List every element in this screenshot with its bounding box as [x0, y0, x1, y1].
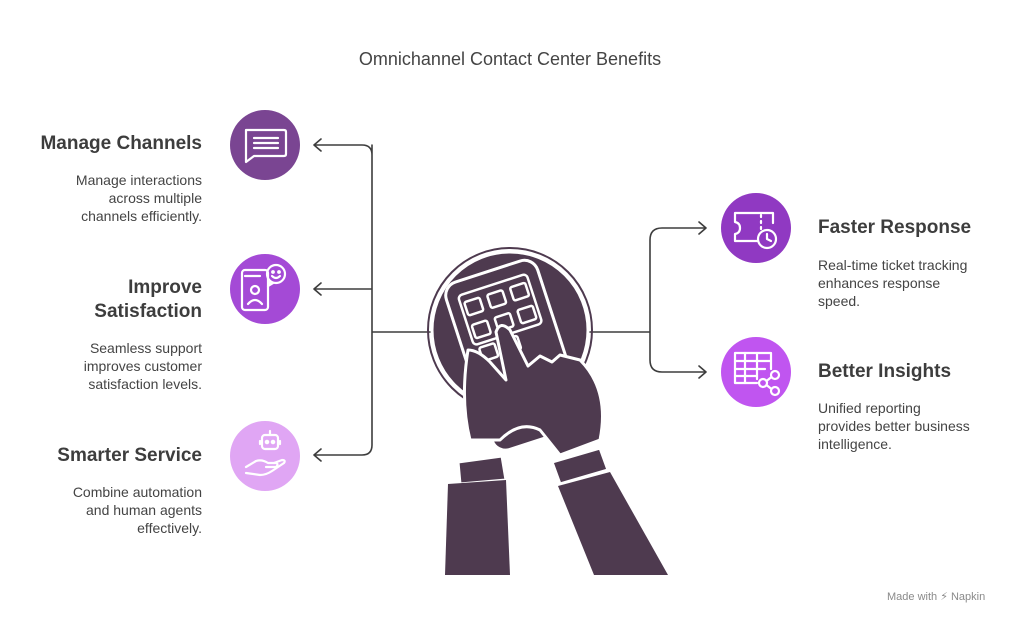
desc-line: speed. [818, 293, 861, 309]
desc-line: channels efficiently. [81, 208, 202, 224]
better-insights-heading: Better Insights [818, 361, 952, 382]
faster-response-desc: Real-time ticket tracking enhances respo… [818, 256, 1008, 310]
improve-satisfaction-heading: Improve Satisfaction [20, 276, 202, 324]
smiley-user-icon [240, 263, 287, 312]
heading-line: Satisfaction [94, 301, 202, 322]
desc-line: Combine automation [72, 484, 202, 500]
desc-line: Unified reporting [818, 400, 921, 416]
made-with-napkin-footer: Made with ⚡ Napkin [887, 591, 986, 603]
table-share-icon [733, 351, 781, 397]
smarter-service-heading: Smarter Service [57, 445, 202, 466]
desc-line: Manage interactions [75, 172, 202, 188]
connector-line-left [313, 138, 433, 462]
faster-response-heading: Faster Response [818, 217, 972, 238]
desc-line: Seamless support [89, 340, 202, 356]
desc-line: across multiple [108, 190, 202, 206]
desc-line: enhances response [818, 275, 941, 291]
desc-line: and human agents [86, 502, 202, 518]
improve-satisfaction-desc: Seamless support improves customer satis… [20, 339, 202, 393]
desc-line: effectively. [137, 520, 202, 536]
page-title: Omnichannel Contact Center Benefits [358, 49, 662, 69]
desc-line: satisfaction levels. [88, 376, 202, 392]
manage-channels-desc: Manage interactions across multiple chan… [20, 171, 202, 225]
ticket-clock-icon [733, 211, 778, 250]
robot-hand-icon [244, 429, 286, 477]
improve-satisfaction-badge [230, 254, 300, 324]
connector-line-right [587, 221, 707, 379]
desc-line: Real-time ticket tracking [818, 257, 968, 273]
smarter-service-badge [230, 421, 300, 491]
desc-line: intelligence. [818, 436, 892, 452]
manage-channels-heading: Manage Channels [40, 133, 202, 154]
hand-phone-icon [427, 247, 668, 575]
chat-bubble-icon [244, 128, 288, 164]
better-insights-desc: Unified reporting provides better busine… [818, 399, 1008, 453]
better-insights-badge [721, 337, 791, 407]
desc-line: improves customer [83, 358, 202, 374]
desc-line: provides better business [818, 418, 970, 434]
smarter-service-desc: Combine automation and human agents effe… [20, 483, 202, 537]
heading-line: Improve [128, 277, 202, 298]
manage-channels-badge [230, 110, 300, 180]
faster-response-badge [721, 193, 791, 263]
